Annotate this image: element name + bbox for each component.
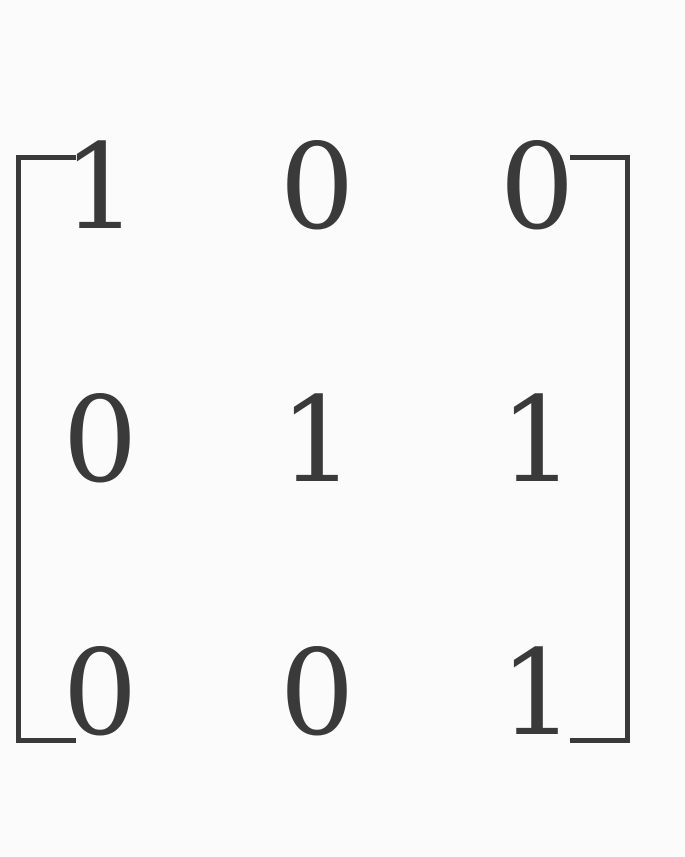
matrix-cell: 1: [499, 624, 575, 762]
matrix-cell: 0: [62, 624, 138, 762]
matrix-cell: 1: [279, 371, 355, 509]
right-bracket: [570, 155, 630, 743]
matrix-cell: 0: [62, 371, 138, 509]
matrix-cell: 0: [279, 624, 355, 762]
matrix-cell: 0: [279, 118, 355, 256]
left-bracket: [16, 155, 76, 743]
matrix-cell: 1: [62, 118, 138, 256]
matrix-cell: 1: [499, 371, 575, 509]
matrix-cell: 0: [499, 118, 575, 256]
